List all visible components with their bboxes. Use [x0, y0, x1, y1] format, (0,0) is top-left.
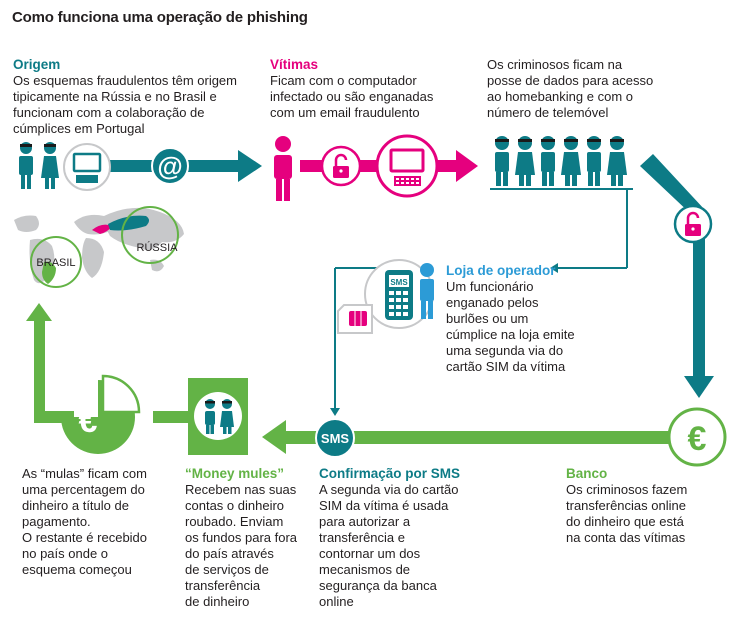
step-line: contornar um dos — [319, 546, 421, 561]
step-heading: “Money mules” — [185, 466, 285, 481]
step-line: SIM da vítima é usada — [319, 498, 449, 513]
step-line: Ficam com o computador — [270, 73, 417, 88]
euro-icon: € — [667, 407, 727, 467]
step-mulas: As “mulas” ficam com uma percentagem do … — [22, 466, 172, 578]
step-line: os fundos para fora — [185, 530, 298, 545]
arrow-banco-to-money-mules — [262, 420, 669, 454]
map-label-brasil: BRASIL — [36, 257, 75, 269]
at-glyph: @ — [157, 151, 182, 181]
world-map-icon: BRASIL RÚSSIA — [14, 206, 184, 288]
svg-text:SMS: SMS — [390, 278, 408, 287]
step-line: do país através — [185, 546, 274, 561]
step-line: de serviços de — [185, 562, 269, 577]
person-icon — [561, 136, 581, 186]
euro-icon: € — [61, 374, 141, 454]
step-line: pagamento. — [22, 514, 91, 529]
money-mules-icon — [188, 378, 248, 455]
step-vitimas: Vítimas Ficam com o computador infectado… — [270, 57, 470, 121]
criminals-group — [490, 136, 633, 190]
sms-icon: SMS — [315, 418, 355, 458]
euro-glyph: € — [79, 402, 98, 440]
arrow-criminosos-to-banco — [640, 154, 714, 398]
person-icon — [541, 136, 555, 186]
step-line: Um funcionário — [446, 279, 534, 294]
person-icon — [495, 136, 509, 186]
step-line: roubado. Enviam — [185, 514, 284, 529]
step-line: cúmplice na loja emite — [446, 327, 575, 342]
step-line: infectado ou são enganadas — [270, 89, 434, 104]
step-line: Os esquemas fraudulentos têm origem — [13, 73, 237, 88]
step-line: cartão SIM da vítima — [446, 359, 566, 374]
step-line: A segunda via do cartão — [319, 482, 459, 497]
step-heading: Vítimas — [270, 57, 319, 72]
person-icon — [19, 142, 33, 189]
step-line: tipicamente na Rússia e no Brasil e — [13, 89, 217, 104]
step-line: para autorizar a — [319, 514, 411, 529]
sms-glyph: SMS — [321, 431, 350, 446]
step-line: posse de dados para acesso — [487, 73, 654, 88]
step-line: com um email fraudulento — [270, 105, 420, 120]
step-line: dinheiro a título de — [22, 498, 129, 513]
step-origem: Origem Os esquemas fraudulentos têm orig… — [13, 57, 253, 137]
step-line: na conta das vítimas — [566, 530, 686, 545]
step-line: uma segunda via do — [446, 343, 564, 358]
step-line: segurança da banca — [319, 578, 437, 593]
step-line: enganado pelos — [446, 295, 539, 310]
computer-icon — [375, 134, 439, 198]
step-line: transferências online — [566, 498, 686, 513]
step-heading: Origem — [13, 57, 61, 72]
arrow-criminosos-to-loja — [550, 190, 628, 273]
step-line: número de telemóvel — [487, 105, 609, 120]
step-line: Os criminosos ficam na — [487, 57, 623, 72]
step-line: do dinheiro que está — [566, 514, 684, 529]
arrow-mulas-to-origem — [26, 303, 74, 423]
person-icon — [420, 263, 434, 319]
computer-icon — [63, 143, 111, 191]
step-line: funcionam com a colaboração de — [13, 105, 205, 120]
step-line: O restante é recebido — [22, 530, 148, 545]
at-icon: @ — [151, 147, 189, 185]
arrow-money-mules-to-mulas — [153, 411, 188, 423]
step-line: mecanismos de — [319, 562, 411, 577]
step-line: esquema começou — [22, 562, 132, 577]
step-line: transferência — [185, 578, 261, 593]
step-criminosos: Os criminosos ficam na posse de dados pa… — [487, 57, 687, 121]
step-line: de dinheiro — [185, 594, 250, 609]
step-line: burlões ou um — [446, 311, 529, 326]
sim-card-icon — [337, 304, 373, 334]
step-heading: Banco — [566, 466, 608, 481]
step-sms: Confirmação por SMS A segunda via do car… — [319, 466, 489, 610]
person-icon — [587, 136, 601, 186]
step-line: cúmplices em Portugal — [13, 121, 145, 136]
step-line: contas o dinheiro — [185, 498, 285, 513]
step-loja: Loja de operador Um funcionário enganado… — [446, 263, 596, 375]
mobile-phone-icon: SMS — [364, 259, 434, 329]
step-heading: Confirmação por SMS — [319, 466, 461, 481]
map-label-russia: RÚSSIA — [137, 241, 179, 254]
step-line: no país onde o — [22, 546, 109, 561]
person-icon — [607, 136, 627, 186]
step-line: transferência e — [319, 530, 405, 545]
step-line: uma percentagem do — [22, 482, 145, 497]
unlock-icon — [320, 145, 362, 187]
step-line: Recebem nas suas — [185, 482, 297, 497]
euro-glyph: € — [688, 420, 707, 458]
step-line: As “mulas” ficam com — [22, 466, 147, 481]
person-icon — [41, 142, 59, 189]
step-heading: Loja de operador — [446, 263, 556, 278]
step-money-mules: “Money mules” Recebem nas suas contas o … — [185, 466, 320, 610]
step-line: Os criminosos fazem — [566, 482, 688, 497]
person-icon — [274, 136, 292, 201]
step-line: online — [319, 594, 354, 609]
person-icon — [515, 136, 535, 186]
unlock-icon — [673, 204, 713, 244]
step-banco: Banco Os criminosos fazem transferências… — [566, 466, 736, 546]
page-title: Como funciona uma operação de phishing — [12, 9, 308, 26]
step-line: ao homebanking e com o — [487, 89, 633, 104]
